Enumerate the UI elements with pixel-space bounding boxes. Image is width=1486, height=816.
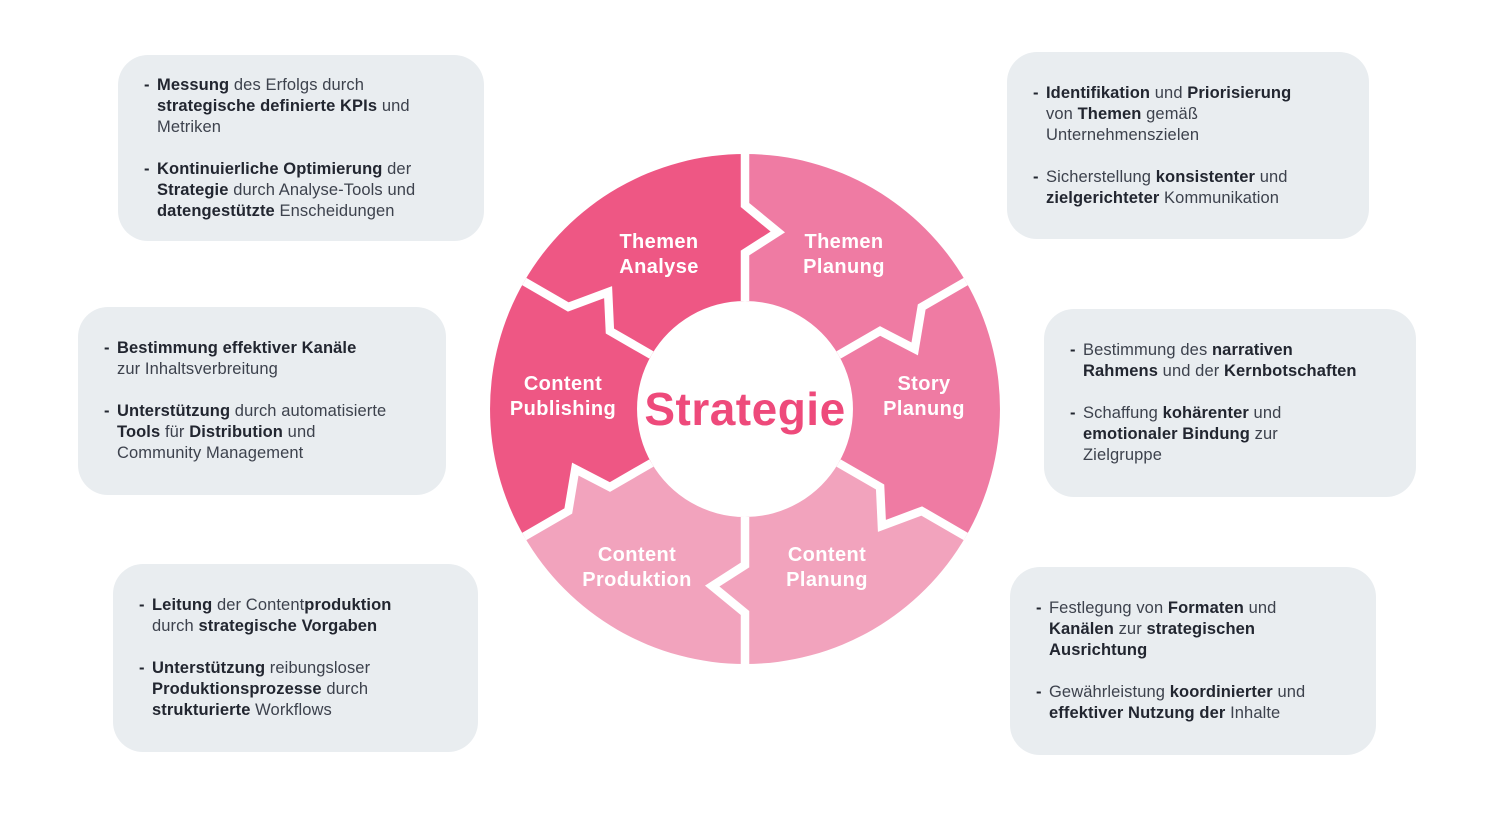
bullet-text: Gewährleistung koordinierter und effekti…: [1049, 683, 1306, 722]
bullet-dash: -: [1070, 341, 1076, 359]
bullet-item: - Bestimmung des narrativen Rahmens und …: [1070, 340, 1396, 382]
segment-content-produktion: [524, 463, 745, 664]
bullet-item: - Gewährleistung koordinierter und effek…: [1036, 682, 1356, 724]
bullet-dash: -: [139, 596, 145, 614]
bullet-text: Identifikation und Priorisierung von The…: [1046, 83, 1292, 144]
bullet-item: - Leitung der Contentproduktion durch st…: [139, 595, 458, 637]
segment-label-themen-analyse: Themen Analyse: [619, 231, 699, 278]
info-box-content-produktion: - Leitung der Contentproduktion durch st…: [113, 564, 478, 752]
segment-label-content-publishing: Content Publishing: [509, 373, 617, 420]
bullet-text: Schaffung kohärenter und emotionaler Bin…: [1083, 404, 1282, 464]
bullet-item: - Identifikation und Priorisierung von T…: [1033, 83, 1349, 146]
bullet-dash: -: [104, 402, 110, 420]
bullet-text: Leitung der Contentproduktion durch stra…: [152, 596, 392, 635]
bullet-item: - Kontinuierliche Optimierung der Strate…: [144, 159, 464, 222]
bullet-dash: -: [1070, 404, 1076, 422]
bullet-dash: -: [144, 159, 150, 178]
info-box-themen-analyse: - Messung des Erfolgs durch strategische…: [118, 55, 484, 241]
segment-content-planung: [712, 463, 966, 664]
bullet-item: - Unterstützung reibungsloser Produktion…: [139, 658, 458, 721]
bullet-item: - Festlegung von Formaten und Kanälen zu…: [1036, 598, 1356, 661]
segment-content-publishing: [490, 281, 652, 537]
bullet-item: - Messung des Erfolgs durch strategische…: [144, 75, 464, 138]
bullet-dash: -: [139, 659, 145, 677]
segment-label-content-produktion: Content Produktion: [582, 544, 692, 591]
info-box-themen-planung: - Identifikation und Priorisierung von T…: [1007, 52, 1369, 239]
bullet-text: Festlegung von Formaten und Kanälen zur …: [1049, 599, 1277, 659]
segment-divider-chevrons: [522, 154, 968, 664]
bullet-item: - Unterstützung durch automatisierte Too…: [104, 401, 426, 464]
bullet-text: Sicherstellung konsistenter und zielgeri…: [1046, 167, 1288, 207]
bullet-dash: -: [104, 339, 110, 357]
bullet-text: Unterstützung durch automatisierte Tools…: [117, 402, 387, 462]
segment-story-planung: [838, 281, 1000, 537]
bullet-text: Kontinuierliche Optimierung der Strategi…: [157, 159, 416, 220]
segment-label-content-planung: Content Planung: [786, 544, 868, 591]
bullet-text: Bestimmung des narrativen Rahmens und de…: [1083, 341, 1357, 380]
segment-themen-analyse: [524, 154, 778, 355]
segment-label-story-planung: Story Planung: [883, 373, 965, 420]
bullet-dash: -: [1036, 599, 1042, 617]
center-label: Strategie: [644, 383, 846, 435]
bullet-dash: -: [144, 75, 150, 94]
bullet-text: Unterstützung reibungsloser Produktionsp…: [152, 659, 371, 719]
info-box-story-planung: - Bestimmung des narrativen Rahmens und …: [1044, 309, 1416, 497]
info-box-content-planung: - Festlegung von Formaten und Kanälen zu…: [1010, 567, 1376, 755]
bullet-item: - Bestimmung effektiver Kanäle zur Inhal…: [104, 338, 426, 380]
bullet-text: Bestimmung effektiver Kanäle zur Inhalts…: [117, 339, 357, 378]
bullet-text: Messung des Erfolgs durch strategische d…: [157, 75, 410, 136]
bullet-item: - Schaffung kohärenter und emotionaler B…: [1070, 403, 1396, 466]
bullet-dash: -: [1033, 167, 1039, 186]
segment-themen-planung: [745, 154, 966, 355]
segment-label-themen-planung: Themen Planung: [803, 231, 885, 278]
bullet-dash: -: [1033, 83, 1039, 102]
info-box-content-publishing: - Bestimmung effektiver Kanäle zur Inhal…: [78, 307, 446, 495]
bullet-dash: -: [1036, 683, 1042, 701]
bullet-item: - Sicherstellung konsistenter und zielge…: [1033, 167, 1349, 209]
